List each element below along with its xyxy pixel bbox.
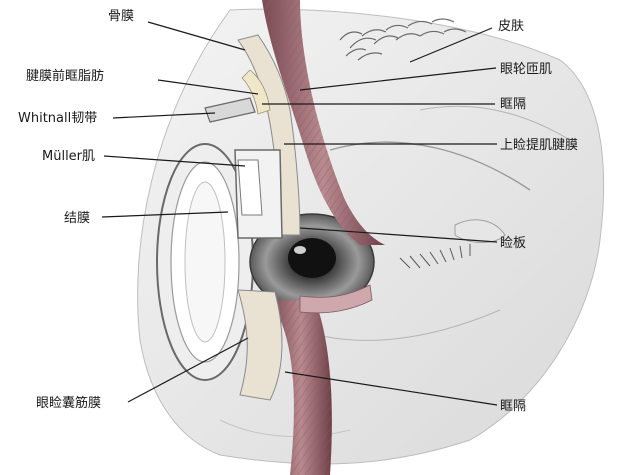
lower-eyelid-section xyxy=(237,284,373,475)
leader-lines xyxy=(101,21,498,406)
label-orbital-septum-lower: 眶隔 xyxy=(500,399,526,414)
leader-tarsus xyxy=(299,227,498,243)
leader-periosteum xyxy=(147,21,246,51)
label-tarsus: 睑板 xyxy=(500,236,526,251)
label-conjunctiva: 结膜 xyxy=(64,211,90,226)
leader-capsulopalpebral-fascia xyxy=(127,337,249,403)
label-periosteum: 骨膜 xyxy=(108,9,134,24)
leader-muller-muscle xyxy=(103,155,246,167)
leader-orbicularis-oculi xyxy=(299,67,497,91)
label-orbicularis-oculi: 眼轮匝肌 xyxy=(500,62,552,77)
leader-orbital-septum-lower xyxy=(284,371,498,406)
label-skin: 皮肤 xyxy=(498,19,524,34)
label-muller-muscle: Müller肌 xyxy=(42,149,95,164)
label-preaponeurotic-fat: 腱膜前眶脂肪 xyxy=(26,68,104,84)
label-levator-aponeurosis: 上睑提肌腱膜 xyxy=(500,137,578,153)
leader-preaponeurotic-fat xyxy=(157,79,259,95)
leader-conjunctiva xyxy=(101,211,229,218)
upper-eyelid-section xyxy=(204,0,385,245)
label-whitnall-ligament: Whitnall韧带 xyxy=(18,111,97,126)
leader-whitnall-ligament xyxy=(112,112,216,119)
leader-skin xyxy=(409,27,493,63)
labels: 骨膜 腱膜前眶脂肪 Whitnall韧带 Müller肌 结膜 眼睑囊筋膜 皮肤… xyxy=(18,9,578,414)
label-capsulopalpebral-fascia: 眼睑囊筋膜 xyxy=(36,395,101,411)
label-orbital-septum-upper: 眶隔 xyxy=(500,97,526,112)
